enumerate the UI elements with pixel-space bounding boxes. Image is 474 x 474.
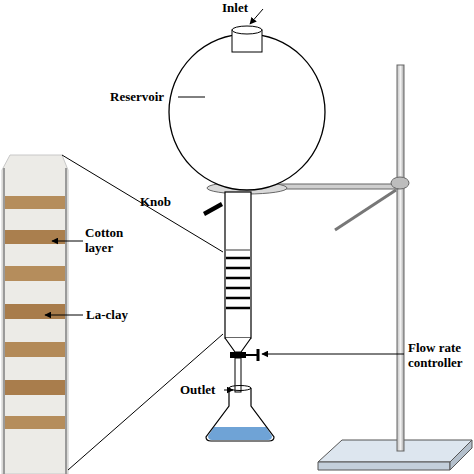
part-label: Reservoir: [110, 89, 180, 104]
part-label: Outlet: [180, 382, 230, 397]
part-label: Cotton layer: [85, 225, 137, 255]
part-label: Inlet: [222, 0, 282, 15]
leader-lines: [45, 9, 404, 390]
part-label: Knob: [140, 194, 190, 209]
reservoir-flask: [169, 26, 325, 190]
adsorption-column: [203, 192, 258, 392]
part-label: Flow rate controller: [408, 340, 472, 370]
part-label: La-clay: [86, 307, 146, 322]
zoom-lines: [62, 155, 223, 470]
conical-flask: [206, 386, 274, 442]
